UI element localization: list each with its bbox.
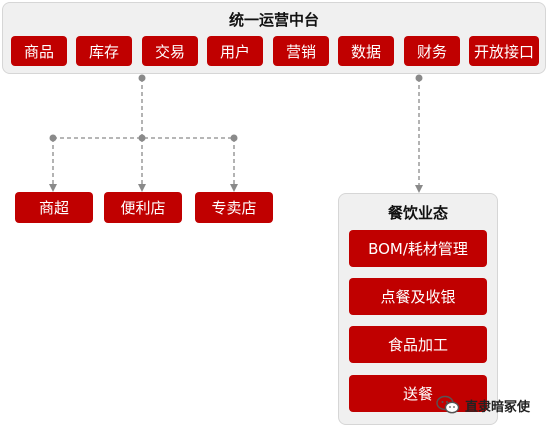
catering-panel: 餐饮业态 BOM/耗材管理 点餐及收银 食品加工 送餐 (338, 193, 498, 425)
module-finance: 财务 (404, 36, 460, 66)
catering-item-food-processing: 食品加工 (349, 326, 487, 363)
module-data: 数据 (338, 36, 394, 66)
catering-item-ordering: 点餐及收银 (349, 278, 487, 315)
wechat-icon (436, 395, 460, 414)
module-open-api: 开放接口 (469, 36, 539, 66)
module-marketing: 营销 (273, 36, 329, 66)
catering-item-bom: BOM/耗材管理 (349, 230, 487, 267)
platform-title: 统一运营中台 (228, 11, 319, 29)
format-convenience-store: 便利店 (104, 192, 182, 223)
watermark-text: 直隶暗冢使 (465, 399, 531, 415)
connector-dot (138, 74, 146, 82)
catering-item-delivery: 送餐 (349, 375, 487, 412)
watermark: 直隶暗冢使 (436, 393, 530, 417)
catering-title: 餐饮业态 (387, 204, 448, 222)
format-specialty-store: 专卖店 (195, 192, 273, 223)
connector-dot (49, 134, 57, 142)
module-trade: 交易 (142, 36, 198, 66)
platform-panel: 统一运营中台 商品 库存 交易 用户 营销 数据 财务 开放接口 (2, 2, 546, 74)
connector-dot (230, 134, 238, 142)
module-user: 用户 (207, 36, 263, 66)
connector-dot (415, 74, 423, 82)
module-inventory: 库存 (76, 36, 132, 66)
module-product: 商品 (11, 36, 67, 66)
format-supermarket: 商超 (15, 192, 93, 223)
connector-dot (138, 134, 146, 142)
